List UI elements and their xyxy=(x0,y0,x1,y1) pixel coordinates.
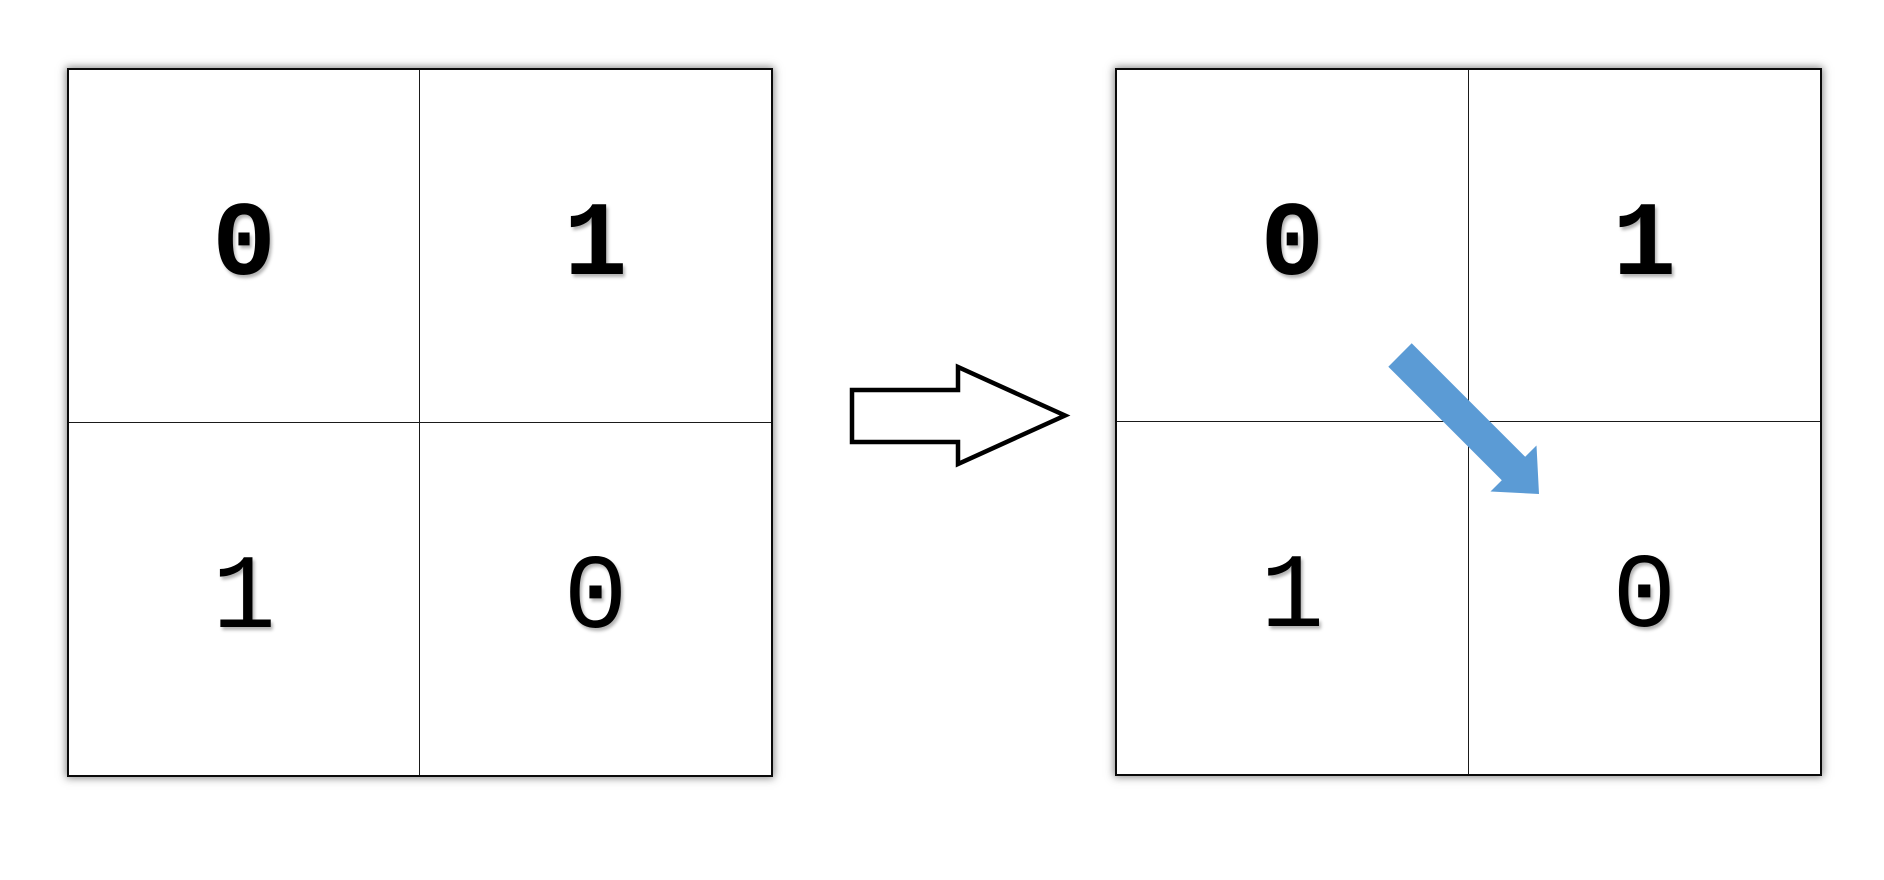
right-grid-cell-r0c1: 1 xyxy=(1468,70,1820,422)
left-grid: 0 1 1 0 xyxy=(67,68,773,777)
left-grid-cell-r1c1: 0 xyxy=(563,538,628,659)
transform-arrow-icon xyxy=(849,363,1071,468)
right-grid-cell-r0c0: 0 xyxy=(1117,70,1469,422)
swap-diagonal-arrow-icon xyxy=(1388,343,1539,494)
swap-arrow-shape xyxy=(1388,343,1539,494)
left-grid-cell-r0c0: 0 xyxy=(69,70,420,423)
right-grid-cell-r1c1: 0 xyxy=(1612,538,1677,658)
left-grid-cell-r0c1: 1 xyxy=(420,70,771,423)
transform-arrow-shape xyxy=(849,363,1071,468)
left-grid-cell-r1c0: 1 xyxy=(69,422,420,775)
right-grid-cell-r1c0: 1 xyxy=(1117,422,1469,774)
right-grid: 0 1 1 0 xyxy=(1115,68,1822,776)
